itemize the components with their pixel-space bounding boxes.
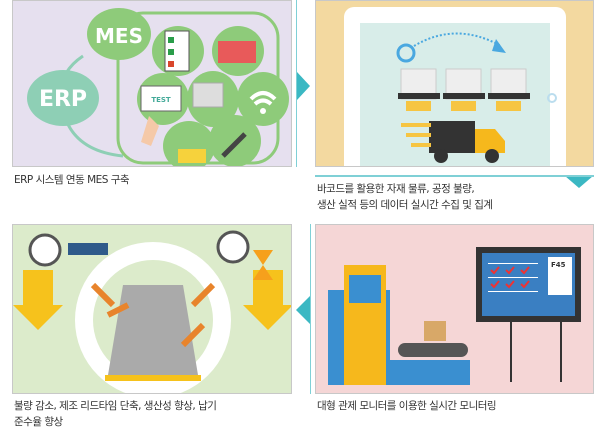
step3-caption: 불량 감소, 제조 리드타임 단축, 생산성 향상, 납기 준수율 향상 — [14, 398, 217, 430]
step3-caption-line1: 불량 감소, 제조 리드타임 단축, 생산성 향상, 납기 — [14, 400, 217, 412]
divider-vertical-top — [296, 0, 297, 167]
productivity-illustration — [13, 230, 291, 393]
monitor-code-label: F45 — [551, 261, 566, 269]
panel-productivity — [12, 224, 292, 394]
step4-caption: 대형 관제 모니터를 이용한 실시간 모니터링 — [317, 400, 497, 412]
panel-monitoring: F45 — [315, 224, 594, 394]
erp-label: ERP — [39, 87, 87, 112]
arrow-right-icon — [297, 72, 310, 100]
test-label: TEST — [151, 96, 171, 104]
arrow-down-icon — [565, 176, 593, 188]
monitoring-illustration: F45 — [328, 247, 581, 385]
barcode-illustration — [344, 7, 566, 166]
divider-horizontal — [315, 175, 594, 177]
divider-vertical-bottom — [310, 224, 311, 394]
mes-label: MES — [95, 24, 143, 48]
panel-barcode — [315, 0, 594, 167]
step2-caption-line2: 생산 실적 등의 데이터 실시간 수집 및 집계 — [317, 199, 493, 211]
step3-caption-line2: 준수율 향상 — [14, 416, 63, 428]
arrow-left-icon — [296, 296, 310, 324]
step2-caption: 바코드를 활용한 자재 물류, 공정 불량, 생산 실적 등의 데이터 실시간 … — [317, 181, 493, 213]
step1-caption: ERP 시스템 연동 MES 구축 — [14, 174, 130, 186]
panel-erp-mes: ERP MES TEST — [12, 0, 292, 167]
step2-caption-line1: 바코드를 활용한 자재 물류, 공정 불량, — [317, 183, 475, 195]
erp-mes-illustration: ERP MES TEST — [27, 8, 289, 166]
